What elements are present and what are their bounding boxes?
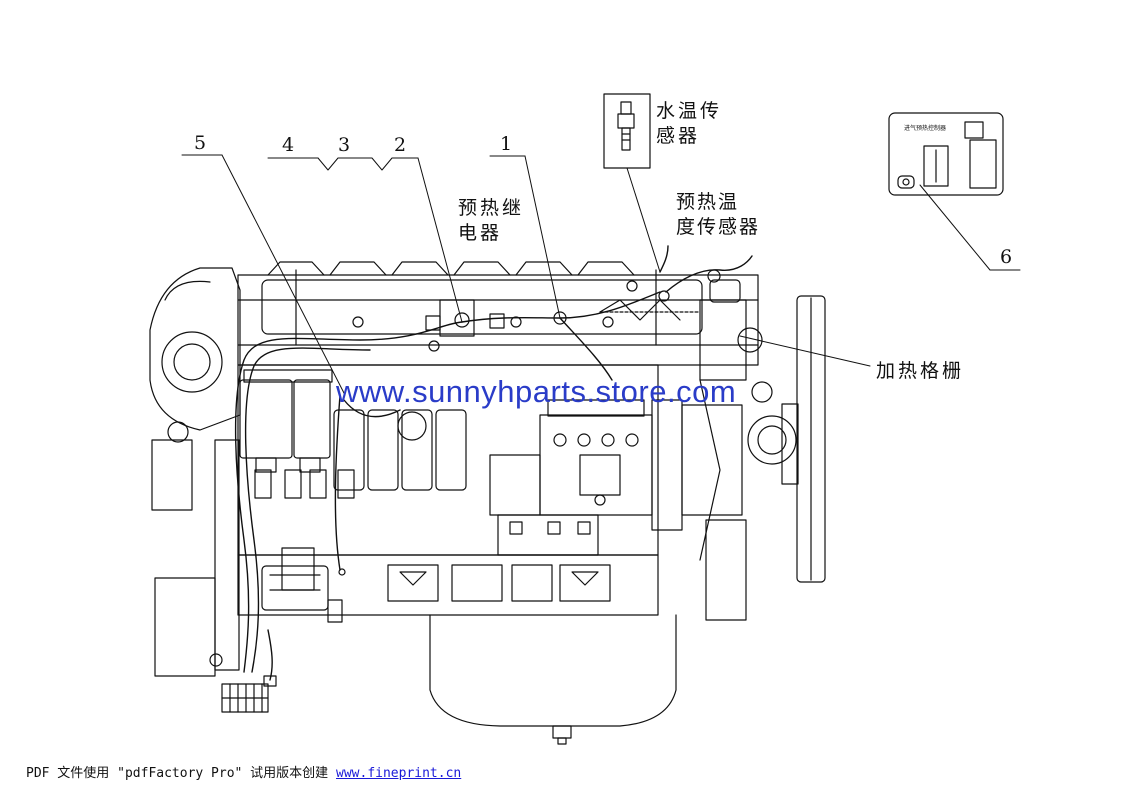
wiring-connector	[221, 675, 277, 713]
water-temp-sensor-label-line1: 水温传	[656, 100, 723, 122]
fuel-filters	[239, 369, 333, 473]
preheat-relay	[428, 269, 721, 352]
oil-pan	[429, 614, 677, 745]
turbocharger	[149, 267, 241, 443]
flywheel-housing	[151, 439, 240, 677]
pdf-footer: PDF 文件使用 "pdfFactory Pro" 试用版本创建 www.fin…	[26, 762, 461, 781]
preheat-relay-label: 预热继 电器	[458, 196, 524, 245]
wiring-harness	[234, 245, 753, 681]
callout-6: 6	[1000, 246, 1013, 268]
starter-motor	[261, 547, 343, 623]
preheat-controller-box	[888, 112, 1004, 196]
footer-link[interactable]: www.fineprint.cn	[336, 766, 462, 781]
callout-2: 2	[394, 134, 407, 156]
water-temp-sensor-box	[603, 93, 651, 169]
controller-title-label: 进气预热控制器	[904, 125, 947, 132]
preheat-temp-sensor-label: 预热温 度传感器	[676, 190, 760, 239]
water-temp-sensor-label-line2: 感器	[656, 124, 701, 147]
preheat-temp-sensor-label-line1: 预热温	[676, 191, 740, 213]
callout-3: 3	[338, 134, 351, 156]
preheat-relay-label-line1: 预热继	[458, 197, 525, 219]
preheat-temp-sensor-label-line2: 度传感器	[676, 215, 761, 238]
callout-5: 5	[194, 132, 207, 154]
callout-1: 1	[500, 133, 513, 155]
intake-manifold	[261, 269, 703, 346]
heating-grid-housing	[599, 279, 773, 621]
preheat-relay-label-line2: 电器	[458, 221, 503, 244]
fuel-injection-pump	[489, 399, 683, 556]
watermark-text: www.sunnyhparts.store.com	[336, 374, 737, 409]
water-temp-sensor-label: 水温传 感器	[656, 99, 722, 148]
callout-4: 4	[282, 134, 295, 156]
footer-text: PDF 文件使用 "pdfFactory Pro" 试用版本创建	[26, 766, 337, 781]
engine-block	[237, 261, 759, 616]
heating-grid-label: 加热格栅	[876, 360, 965, 382]
fan	[747, 295, 826, 583]
